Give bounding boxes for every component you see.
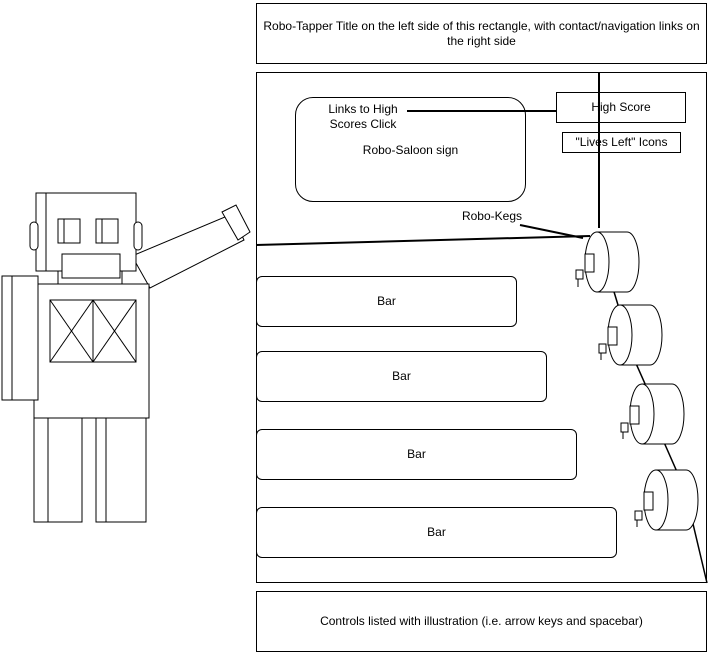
bar-4: Bar — [256, 507, 617, 558]
keg-icon-4 — [634, 469, 699, 531]
bar-label: Bar — [392, 369, 411, 383]
footer-box: Controls listed with illustration (i.e. … — [256, 591, 707, 652]
saloon-sign: Robo-Saloon sign — [295, 97, 526, 202]
bar-3: Bar — [256, 429, 577, 480]
bar-1: Bar — [256, 276, 517, 327]
high-score-box: High Score — [556, 92, 686, 123]
bar-2: Bar — [256, 351, 547, 402]
keg-icon-3 — [620, 383, 685, 445]
saloon-sign-label: Robo-Saloon sign — [362, 143, 459, 157]
keg-icon-1 — [575, 231, 640, 293]
high-score-link-note: Links to High Scores Click — [328, 102, 398, 131]
keg-icon-2 — [598, 304, 663, 366]
header-box: Robo-Tapper Title on the left side of th… — [256, 3, 707, 64]
robot-waving-icon — [1, 192, 251, 523]
bar-label: Bar — [427, 525, 446, 539]
bar-label: Bar — [377, 294, 396, 308]
bar-label: Bar — [407, 447, 426, 461]
footer-text: Controls listed with illustration (i.e. … — [320, 614, 643, 628]
floor-line — [255, 235, 591, 246]
robo-kegs-label: Robo-Kegs — [461, 209, 523, 223]
kegs-pointer-line — [519, 224, 584, 239]
header-text: Robo-Tapper Title on the left side of th… — [263, 18, 700, 48]
high-score-label: High Score — [591, 100, 651, 114]
